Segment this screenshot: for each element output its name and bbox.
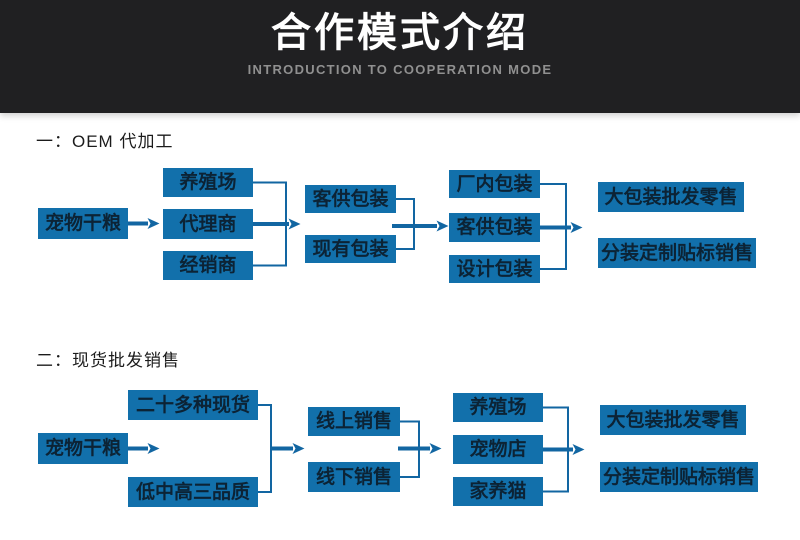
box-three-quality-grades: 低中高三品质: [128, 477, 258, 507]
box-custom-label-sales: 分装定制贴标销售: [598, 238, 756, 268]
box-pet-store: 宠物店: [453, 435, 543, 464]
box-farm-2: 养殖场: [453, 393, 543, 422]
box-factory-packaging: 厂内包装: [449, 170, 540, 198]
section-2-title: 二：现货批发销售: [36, 351, 180, 370]
header-band: 合作模式介绍 INTRODUCTION TO COOPERATION MODE: [0, 0, 800, 113]
box-online-sales: 线上销售: [308, 407, 400, 436]
box-bulk-wholesale-retail-2: 大包装批发零售: [600, 405, 746, 435]
box-bulk-wholesale-retail: 大包装批发零售: [598, 182, 744, 212]
page-title: 合作模式介绍: [271, 11, 529, 55]
box-distributor: 经销商: [163, 251, 253, 280]
box-design-packaging: 设计包装: [449, 255, 540, 283]
box-farm: 养殖场: [163, 168, 253, 197]
box-20-kinds-in-stock: 二十多种现货: [128, 390, 258, 420]
box-agent: 代理商: [163, 209, 253, 239]
box-customer-packaging: 客供包装: [305, 185, 396, 213]
page-subtitle: INTRODUCTION TO COOPERATION MODE: [247, 62, 553, 77]
section-1-title: 一：OEM 代加工: [36, 132, 174, 151]
box-offline-sales: 线下销售: [308, 462, 400, 492]
box-pet-dry-food: 宠物干粮: [38, 208, 128, 239]
box-house-cat: 家养猫: [453, 477, 543, 506]
box-pet-dry-food-2: 宠物干粮: [38, 433, 128, 464]
box-customer-packaging-2: 客供包装: [449, 213, 540, 242]
box-existing-packaging: 现有包装: [305, 235, 396, 263]
box-custom-label-sales-2: 分装定制贴标销售: [600, 462, 758, 492]
